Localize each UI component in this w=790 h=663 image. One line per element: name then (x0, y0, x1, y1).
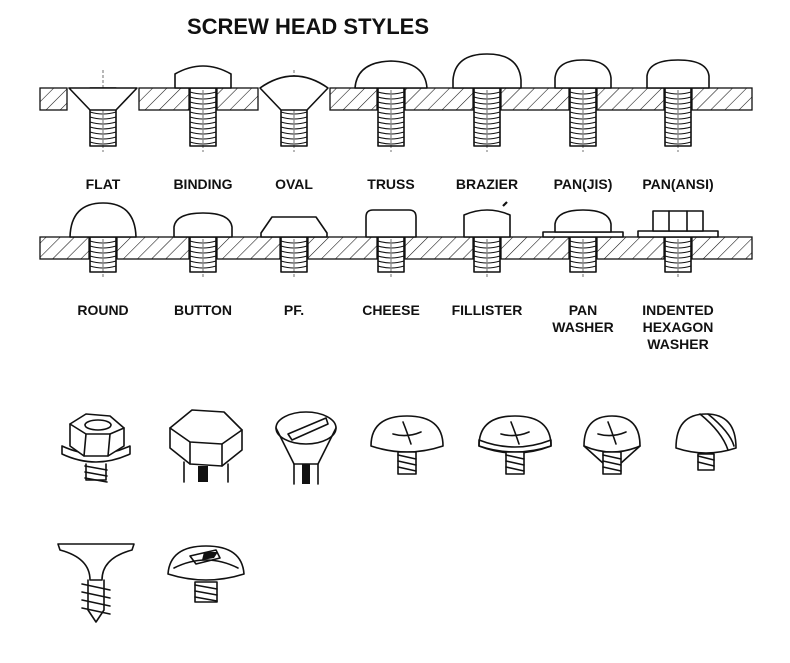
label-fillister: FILLISTER (452, 302, 523, 318)
perspective-illustrations (57, 409, 737, 623)
hex-washer-screw-icon (61, 413, 131, 483)
label-pf: PF. (284, 302, 304, 318)
screw-brazier (452, 53, 522, 152)
label-indented-hex-washer-line-2: HEXAGON (643, 319, 714, 335)
phillips-pan-washer-head-icon (478, 415, 552, 475)
label-binding: BINDING (173, 176, 232, 192)
hex-bolt-icon (169, 409, 243, 483)
label-flat: FLAT (86, 176, 121, 192)
label-round: ROUND (77, 302, 128, 318)
screw-pan-washer (542, 209, 624, 278)
phillips-truss-head-icon (370, 415, 444, 475)
one-way-slot-head-icon (167, 545, 245, 603)
screw-button (173, 212, 233, 278)
slotted-flat-head-icon (275, 411, 337, 485)
screw-fillister (463, 201, 511, 278)
screw-binding (174, 65, 232, 152)
label-brazier: BRAZIER (456, 176, 518, 192)
label-pan-ansi: PAN(ANSI) (642, 176, 713, 192)
screw-round (69, 202, 137, 278)
phillips-oval-head-icon (583, 415, 641, 475)
row-1-cross-sections: FLAT BINDING OVAL TRUSS BRAZIER PAN(JIS) PAN(A… (39, 53, 753, 192)
screw-cheese (365, 209, 417, 278)
screw-oval (259, 70, 329, 152)
bugle-head-screw-icon (57, 543, 135, 623)
screw-truss (354, 60, 428, 152)
label-button: BUTTON (174, 302, 232, 318)
label-indented-hex-washer-line-3: WASHER (647, 336, 708, 352)
screw-pan-ansi (646, 59, 710, 152)
diagram-title: SCREW HEAD STYLES (187, 14, 429, 39)
screw-pf (260, 216, 328, 278)
label-cheese: CHEESE (362, 302, 420, 318)
label-oval: OVAL (275, 176, 313, 192)
label-pan-washer-line-2: WASHER (552, 319, 613, 335)
slotted-round-head-icon (675, 413, 737, 471)
screw-pan-jis (554, 59, 612, 152)
screw-indented-hex-washer (637, 210, 719, 278)
label-pan-washer-line-1: PAN (569, 302, 598, 318)
label-indented-hex-washer-line-1: INDENTED (642, 302, 714, 318)
label-pan-jis: PAN(JIS) (554, 176, 613, 192)
screw-flat (68, 70, 138, 152)
label-truss: TRUSS (367, 176, 414, 192)
